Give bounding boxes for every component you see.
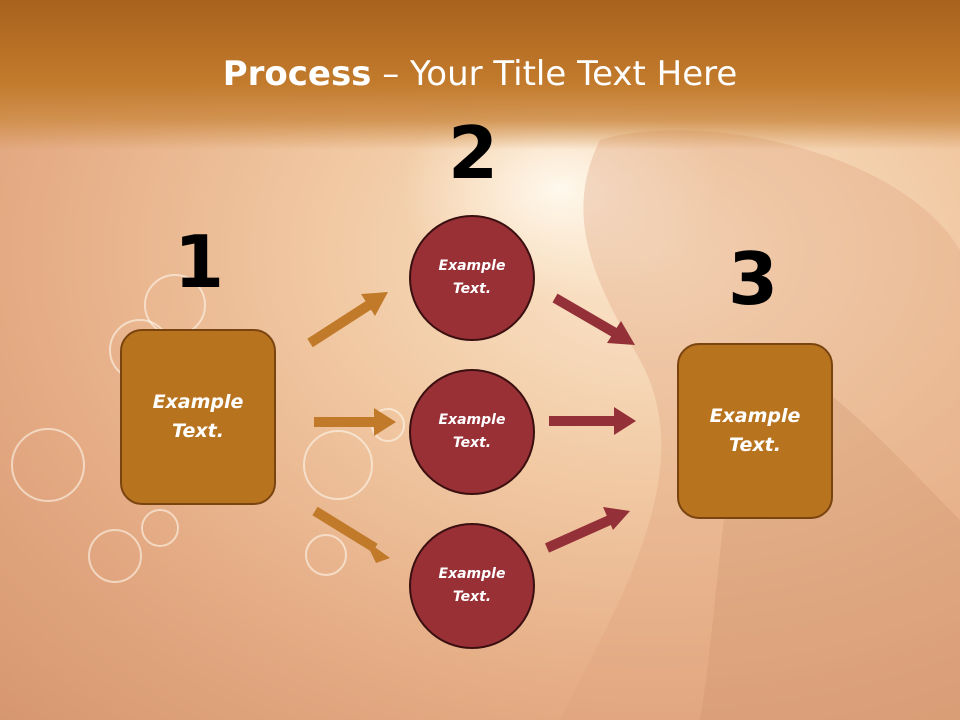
step-number-2: 2 bbox=[447, 111, 499, 195]
step-number-1: 1 bbox=[173, 220, 225, 304]
orange-arrow-right bbox=[314, 408, 396, 436]
process-circle-1-text: Example Text. bbox=[438, 258, 506, 297]
red-arrow-down bbox=[552, 293, 635, 345]
left-step-box: Example Text. bbox=[120, 329, 276, 505]
process-circle-2-text: Example Text. bbox=[438, 412, 506, 451]
orange-arrow-up bbox=[307, 292, 388, 348]
step-number-3: 3 bbox=[727, 237, 779, 321]
page-title: Process – Your Title Text Here bbox=[0, 50, 960, 98]
red-arrow-right bbox=[549, 407, 636, 435]
process-circle-1: Example Text. bbox=[409, 215, 535, 341]
title-bold: Process bbox=[222, 54, 372, 94]
title-rest: – Your Title Text Here bbox=[371, 54, 738, 94]
right-step-box: Example Text. bbox=[677, 343, 833, 519]
process-circle-2: Example Text. bbox=[409, 369, 535, 495]
process-circle-3: Example Text. bbox=[409, 523, 535, 649]
left-step-box-text: Example Text. bbox=[152, 391, 244, 442]
red-arrow-up bbox=[544, 507, 630, 553]
process-circle-3-text: Example Text. bbox=[438, 566, 506, 605]
right-step-box-text: Example Text. bbox=[709, 405, 801, 456]
orange-arrow-down bbox=[312, 506, 390, 563]
header-band bbox=[0, 0, 960, 150]
